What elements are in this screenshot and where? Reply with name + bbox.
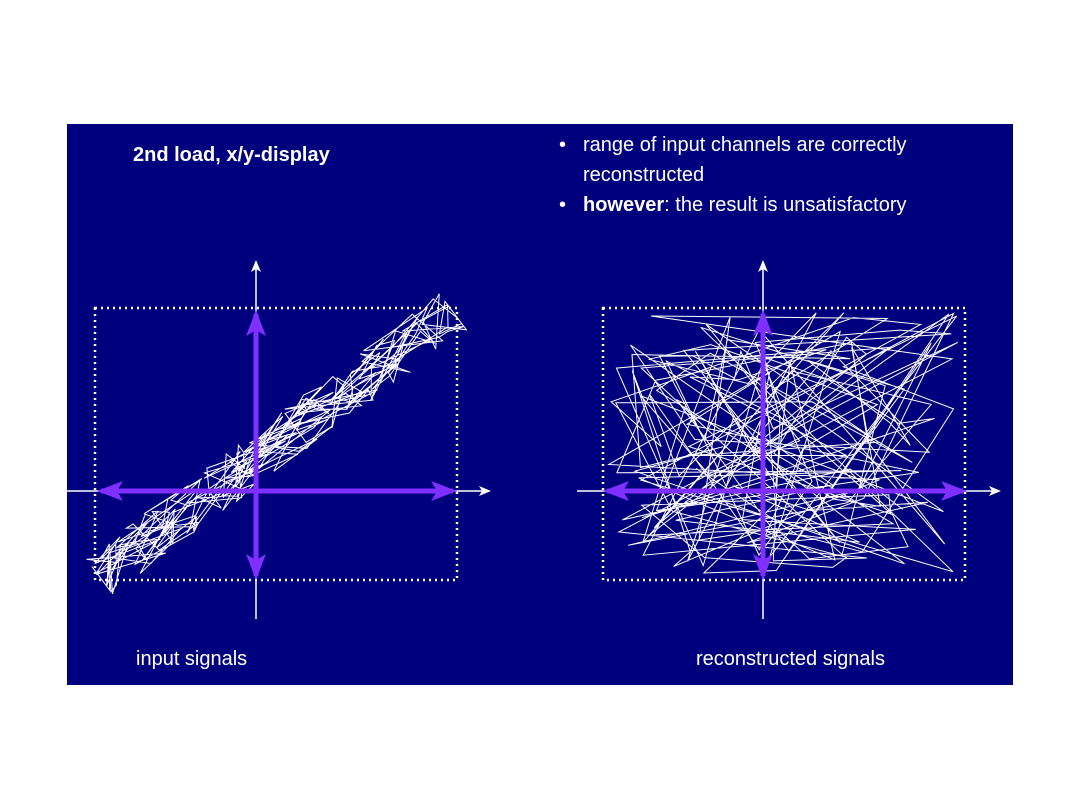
input-trace-path — [86, 293, 468, 595]
plot-frame-left — [93, 306, 459, 582]
bullet-item-range: • range of input channels are correctly … — [557, 130, 923, 190]
bullet-dot: • — [559, 134, 567, 156]
bullet-bold-keyword: however — [583, 194, 665, 216]
slide: 2nd load, x/y-display • range of input c… — [67, 124, 1013, 685]
bullet-item-however: • however: the result is unsatisfactory — [557, 190, 923, 220]
bullet-text: : the result is unsatisfactory — [664, 194, 907, 216]
reconstructed-trace-path — [607, 312, 959, 574]
caption-input-signals: input signals — [136, 648, 248, 670]
bullet-dot: • — [559, 194, 567, 216]
reconstructed-signals-plot — [577, 260, 1001, 619]
slide-title: 2nd load, x/y-display — [133, 144, 330, 166]
bullet-list: • range of input channels are correctly … — [557, 130, 923, 220]
caption-reconstructed-signals: reconstructed signals — [696, 648, 885, 670]
xy-plots — [67, 260, 1001, 619]
bullet-text: range of input channels are correctly re… — [583, 134, 907, 186]
plot-frame-right — [601, 306, 967, 582]
input-signal-trace — [86, 293, 468, 595]
input-signals-plot — [67, 260, 491, 619]
reconstructed-signal-trace — [607, 312, 959, 574]
